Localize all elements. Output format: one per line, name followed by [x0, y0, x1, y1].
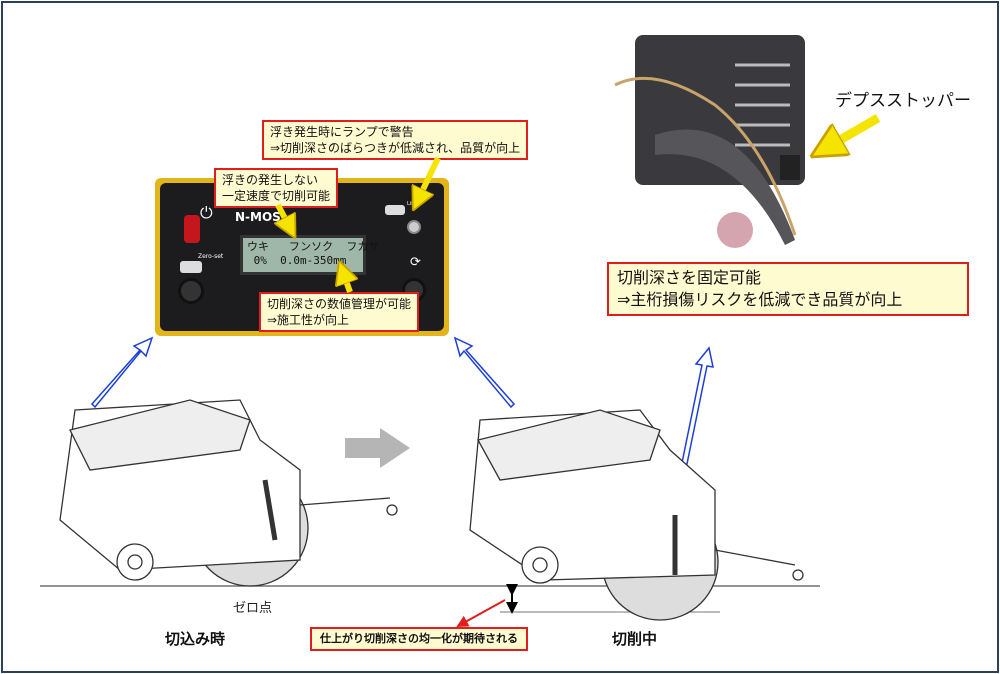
callout-line: 切削深さを固定可能 — [617, 268, 762, 287]
blue-arrow — [90, 336, 154, 409]
callout-line: ⇒切削深さのばらつきが低減され、品質が向上 — [270, 141, 521, 155]
cutting-in-label: 切込み時 — [165, 630, 226, 648]
cutting-label: 切削中 — [612, 630, 658, 648]
depth-stopper-label: デプスストッパー — [835, 91, 971, 111]
yellow-arrow — [343, 272, 350, 293]
red-pointer-arrow — [456, 599, 506, 627]
transition-arrow — [345, 428, 410, 468]
yellow-arrow — [278, 203, 290, 228]
zero-set-joystick[interactable] — [178, 278, 204, 304]
blue-arrow — [453, 336, 516, 409]
zero-set-label: Zero-set — [198, 253, 224, 260]
callout-line: ⇒施工性が向上 — [267, 313, 350, 327]
panel-title: N-MOS — [235, 210, 281, 224]
callout-line: 切削深さの数値管理が可能 — [267, 297, 412, 311]
lift-lamp-button[interactable] — [407, 220, 421, 234]
numeric-depth-callout: 切削深さの数値管理が可能 ⇒施工性が向上 — [259, 292, 420, 332]
yellow-arrow — [826, 114, 881, 148]
uniform-depth-callout: 仕上がり切削深さの均一化が期待される — [310, 627, 528, 651]
yellow-arrow — [418, 156, 441, 200]
cutter-machine-cutting — [469, 409, 804, 621]
callout-line: 浮き発生時にランプで警告 — [270, 125, 414, 139]
cutter-machine-cutting-in — [59, 399, 398, 587]
zero-point-label: ゼロ点 — [233, 601, 273, 616]
depth-stopper-photo — [614, 35, 805, 248]
lift-label: Lift — [407, 201, 415, 207]
refresh-icon: ⟳ — [410, 255, 421, 270]
power-icon: ⏻ — [200, 203, 213, 222]
callout-line: 浮きの発生しない — [222, 173, 319, 187]
lamp-warning-callout: 浮き発生時にランプで警告 ⇒切削深さのばらつきが低減され、品質が向上 — [262, 120, 529, 160]
callout-line: ⇒主桁損傷リスクを低減でき品質が向上 — [617, 290, 903, 309]
constant-speed-callout: 浮きの発生しない一定速度で切削可能 — [214, 168, 339, 208]
fixed-depth-callout: 切削深さを固定可能 ⇒主桁損傷リスクを低減でき品質が向上 — [607, 262, 969, 316]
callout-line: 一定速度で切削可能 — [222, 189, 331, 203]
power-toggle-switch[interactable] — [184, 215, 200, 243]
lcd-values: 0% 0.0m-350mm — [247, 254, 347, 267]
lift-machine-icon — [385, 205, 405, 215]
machine-icon — [180, 261, 202, 273]
